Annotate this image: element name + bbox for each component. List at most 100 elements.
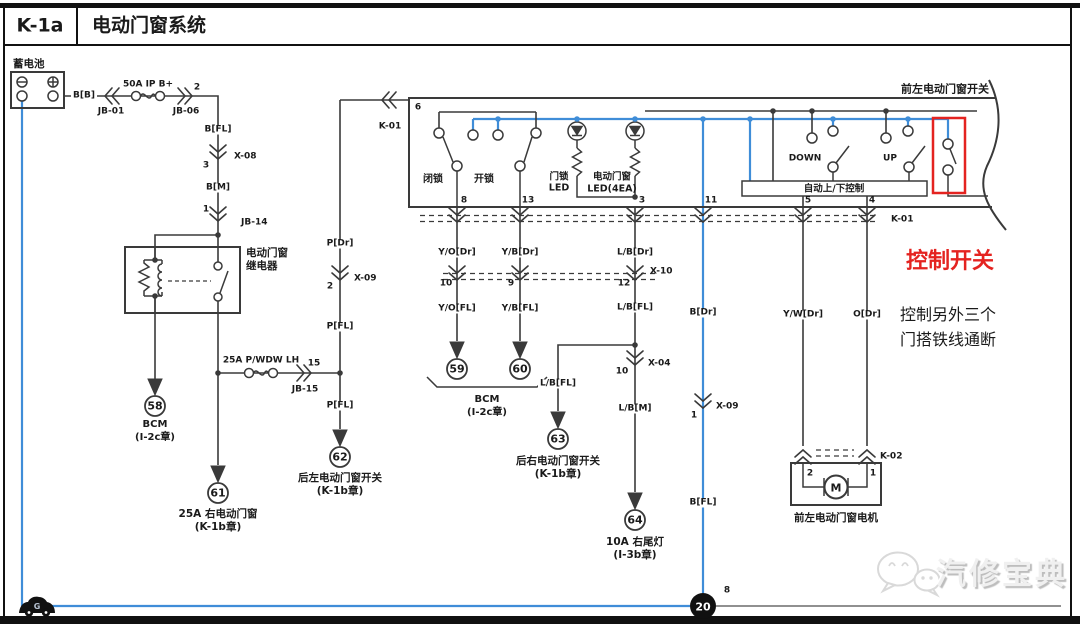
wire-label: B[M] bbox=[203, 182, 233, 193]
node-number: 64 bbox=[627, 513, 643, 527]
bcm-bracket bbox=[426, 376, 548, 388]
wire-label: L/B[FL] bbox=[615, 302, 655, 313]
connector-label: JB-15 bbox=[291, 384, 319, 395]
door-lock-led-icon bbox=[567, 121, 635, 198]
node-number: 63 bbox=[550, 432, 566, 446]
relay-contact-arm bbox=[219, 270, 229, 294]
lock-switch bbox=[433, 127, 479, 207]
pin-number: 1 bbox=[202, 204, 210, 215]
plus-terminal-icon bbox=[48, 77, 58, 87]
connector-label: X-09 bbox=[716, 401, 739, 412]
node-caption: BCM bbox=[142, 419, 168, 430]
wire-label: L/B[Dr] bbox=[614, 247, 656, 258]
torn-edge bbox=[982, 79, 1007, 231]
ground-pin: 8 bbox=[723, 585, 731, 596]
pin-number: 6 bbox=[414, 102, 422, 113]
pin-number: 15 bbox=[307, 358, 321, 369]
node-caption: (K-1b章) bbox=[316, 484, 364, 497]
ground-point-20 bbox=[690, 593, 716, 619]
pin-number: 2 bbox=[193, 82, 201, 93]
connector-label: JB-01 bbox=[97, 106, 125, 117]
pin-number: 10 bbox=[615, 366, 629, 377]
connector-label: X-09 bbox=[354, 273, 377, 284]
node-caption: 25A 右电动门窗 bbox=[178, 507, 258, 520]
auto-control-label: 自动上/下控制 bbox=[803, 183, 865, 195]
node-caption: (K-1b章) bbox=[194, 520, 242, 533]
motor-letter: M bbox=[830, 481, 842, 495]
node-number: 59 bbox=[449, 362, 465, 376]
node-number: 62 bbox=[332, 450, 348, 464]
wire-label: P[FL] bbox=[324, 321, 356, 332]
wire-label: Y/B[FL] bbox=[499, 303, 541, 314]
pin-number: 1 bbox=[690, 410, 698, 421]
pin-number: 12 bbox=[617, 278, 631, 289]
unlock-switch bbox=[492, 127, 542, 207]
car-ground-letter: G bbox=[33, 602, 41, 611]
note-line2: 门搭铁线通断 bbox=[899, 330, 997, 349]
relay-label-line2: 继电器 bbox=[246, 259, 278, 272]
node-caption: 后左电动门窗开关 bbox=[298, 471, 382, 484]
relay-coil-icon bbox=[157, 260, 163, 297]
led-label-line1: 电动门窗 bbox=[592, 171, 632, 183]
frame-header-line bbox=[3, 44, 1071, 46]
connector-label: K-01 bbox=[891, 214, 914, 225]
node-number: 61 bbox=[210, 486, 226, 500]
relay-label-line1: 电动门窗 bbox=[246, 246, 288, 259]
wire-label: Y/O[FL] bbox=[436, 303, 478, 314]
header-code: K-1a bbox=[16, 14, 64, 37]
node-caption: BCM bbox=[474, 394, 500, 405]
wire-label: B[FL] bbox=[687, 497, 719, 508]
node-number: 60 bbox=[512, 362, 528, 376]
pin-number: 11 bbox=[704, 195, 718, 206]
power-window-led-icon bbox=[625, 121, 645, 197]
battery-label: 蓄电池 bbox=[13, 57, 45, 70]
panel-title: 前左电动门窗开关 bbox=[901, 82, 989, 96]
ground-wire-network bbox=[20, 101, 950, 608]
note-line1: 控制另外三个 bbox=[899, 305, 997, 324]
switch-label: DOWN bbox=[788, 153, 822, 164]
highlight-title: 控制开关 bbox=[905, 249, 995, 274]
frame-left bbox=[3, 3, 5, 620]
led-label-line1: 门锁 bbox=[549, 171, 569, 183]
connector-label: X-04 bbox=[648, 358, 671, 369]
connector-label: X-08 bbox=[234, 151, 257, 162]
pin-number: 4 bbox=[868, 195, 876, 206]
car-ground-icon bbox=[19, 596, 55, 617]
wire-label: L/B[FL] bbox=[538, 378, 578, 389]
pin-number: 3 bbox=[202, 160, 210, 171]
frame-top bbox=[0, 3, 1080, 8]
connector-k02-row bbox=[816, 449, 854, 457]
pin-number: 1 bbox=[869, 468, 877, 479]
pin-number: 2 bbox=[326, 281, 334, 292]
header-separator bbox=[76, 8, 78, 44]
node-caption: (I-3b章) bbox=[613, 548, 657, 561]
relay-coil-resistor-icon bbox=[137, 260, 151, 296]
node-number: 58 bbox=[147, 399, 163, 413]
wire-label: B[B] bbox=[71, 90, 97, 101]
junction-dots-blue bbox=[495, 116, 911, 122]
front-left-window-motor bbox=[790, 462, 882, 506]
pin-number: 2 bbox=[806, 468, 814, 479]
down-switch bbox=[806, 125, 850, 181]
fuse-label: 25A P/WDW LH bbox=[222, 355, 300, 366]
pin-number: 3 bbox=[638, 195, 646, 206]
wire-label: P[Dr] bbox=[324, 238, 356, 249]
fuse-label: 50A IP B+ bbox=[122, 79, 174, 90]
wire-label: B[Dr] bbox=[687, 307, 719, 318]
destination-nodes bbox=[144, 341, 646, 531]
pin-number: 13 bbox=[521, 195, 535, 206]
frame-bottom bbox=[0, 616, 1080, 624]
wire-label: B[FL] bbox=[202, 124, 234, 135]
auto-updown-control-box bbox=[741, 180, 928, 197]
node-caption: 后右电动门窗开关 bbox=[516, 454, 600, 467]
switch-label: UP bbox=[883, 153, 897, 164]
header-title: 电动门窗系统 bbox=[92, 14, 207, 37]
highlight-box bbox=[931, 116, 967, 195]
wire-label: P[FL] bbox=[324, 400, 356, 411]
node-caption: 10A 右尾灯 bbox=[606, 535, 664, 548]
connector-label: JB-06 bbox=[172, 106, 200, 117]
node-caption: (I-2c章) bbox=[135, 432, 175, 443]
wire-label: Y/B[Dr] bbox=[499, 247, 541, 258]
wire-label: Y/O[Dr] bbox=[436, 247, 478, 258]
